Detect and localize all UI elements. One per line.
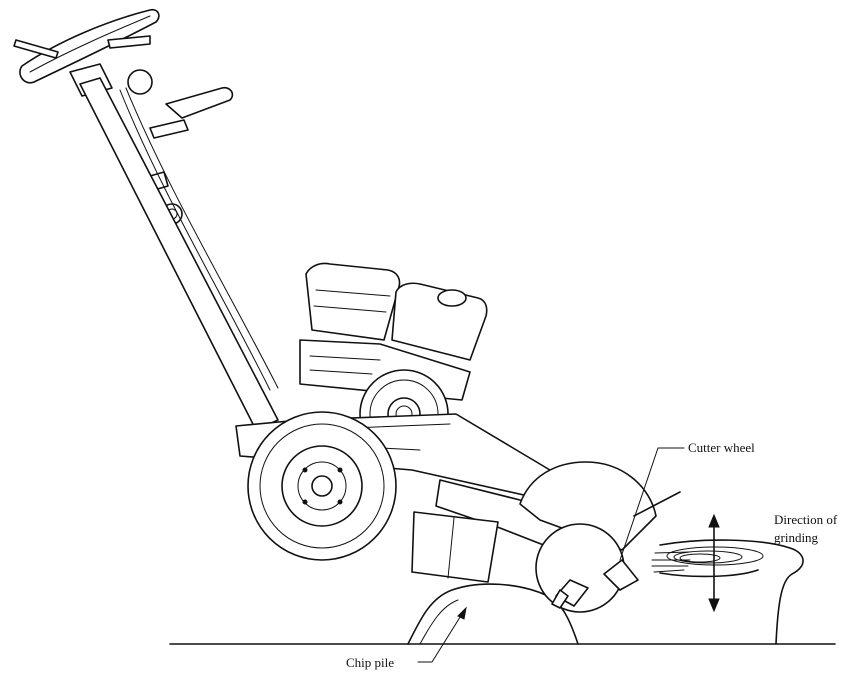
direction-arrow — [708, 513, 720, 613]
chip-pile — [407, 583, 579, 645]
handle-assembly — [13, 8, 234, 225]
rear-wheel — [247, 411, 397, 561]
cutter-wheel-leader — [619, 447, 685, 561]
chip-pile-leader — [417, 613, 463, 663]
cutter-wheel — [519, 461, 681, 613]
cutter-wheel-label: Cutter wheel — [688, 440, 755, 455]
direction-label-line1: Direction of — [774, 512, 838, 527]
handle-tube — [79, 77, 279, 431]
direction-label-line2: grinding — [774, 530, 819, 545]
chip-pile-label: Chip pile — [346, 655, 394, 670]
tree-stump — [651, 539, 804, 645]
engine — [299, 262, 488, 459]
